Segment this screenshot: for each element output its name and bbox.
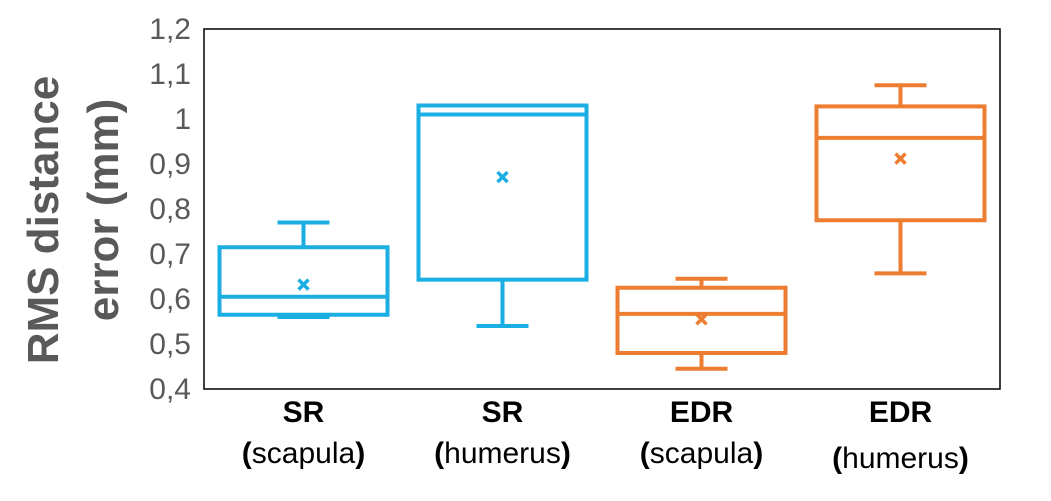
- close-paren: ): [355, 437, 365, 470]
- y-tick-labels: 0,4 0,5 0,6 0,7 0,8 0,9 1 1,1 1,2: [149, 13, 191, 406]
- plot-area: [203, 28, 1001, 390]
- box-4: [814, 83, 987, 276]
- y-tick-label: 0,4: [149, 373, 191, 406]
- mean-marker: [894, 152, 907, 165]
- box-body: [814, 104, 987, 223]
- mean-marker-stroke: [297, 278, 310, 291]
- box-3: [615, 276, 788, 371]
- mean-marker-stroke: [894, 152, 907, 165]
- category-labels: SR(scapula)SR(humerus)EDR(scapula)EDR(hu…: [242, 396, 969, 475]
- close-paren: ): [561, 437, 571, 470]
- category-subtext: scapula: [650, 437, 754, 470]
- box-body: [217, 245, 390, 317]
- category-subtext: humerus: [842, 442, 959, 475]
- y-tick-label: 0,7: [149, 238, 191, 271]
- box-body: [416, 103, 589, 282]
- category-subtext: humerus: [444, 437, 561, 470]
- category-label-line1: SR: [283, 396, 325, 429]
- mean-marker-stroke: [496, 170, 509, 184]
- y-tick-label: 1,1: [149, 58, 191, 91]
- open-paren: (: [434, 437, 444, 470]
- y-tick-label: 0,8: [149, 193, 191, 226]
- category-label-line1: EDR: [670, 396, 734, 429]
- mean-marker-stroke: [695, 313, 708, 326]
- y-tick-label: 0,6: [149, 283, 191, 316]
- y-tick-label: 1: [174, 103, 191, 136]
- mean-marker: [297, 278, 310, 291]
- category-label-line2: (scapula): [242, 437, 365, 470]
- y-axis-label-line2: error (mm): [79, 99, 128, 322]
- category-label-line1: EDR: [869, 396, 933, 429]
- mean-marker: [496, 170, 509, 184]
- category-label-line2: (scapula): [640, 437, 763, 470]
- category-label-line1: SR: [482, 396, 524, 429]
- open-paren: (: [832, 442, 842, 475]
- close-paren: ): [959, 442, 969, 475]
- open-paren: (: [640, 437, 650, 470]
- open-paren: (: [242, 437, 252, 470]
- y-tick-label: 0,9: [149, 148, 191, 181]
- category-label-line2: (humerus): [832, 442, 969, 475]
- mean-marker: [695, 313, 708, 326]
- close-paren: ): [753, 437, 763, 470]
- y-tick-label: 1,2: [149, 13, 191, 46]
- y-tick-label: 0,5: [149, 328, 191, 361]
- y-axis-label-line1: RMS distance: [19, 76, 68, 365]
- box-series: [217, 83, 987, 371]
- box-1: [217, 220, 390, 319]
- box-2: [416, 103, 589, 328]
- category-label-line2: (humerus): [434, 437, 571, 470]
- category-subtext: scapula: [252, 437, 356, 470]
